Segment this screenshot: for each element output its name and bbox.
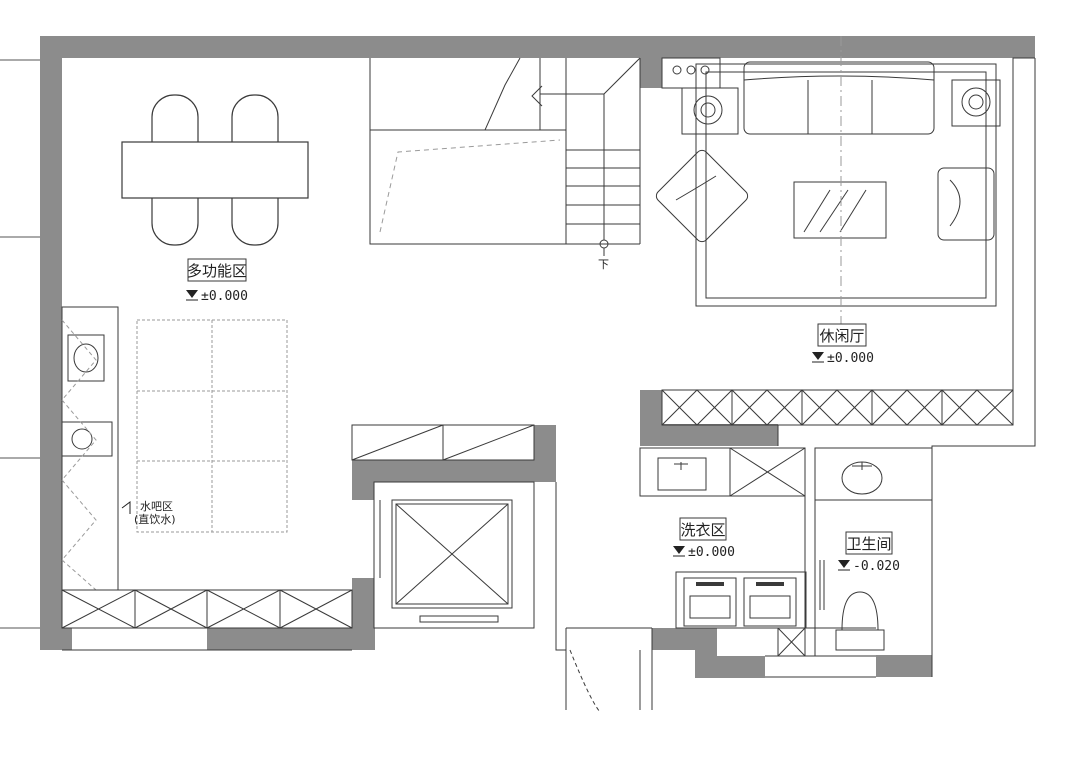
elevation-laundry: ±0.000 xyxy=(688,545,735,560)
bar-cabinet-x xyxy=(61,319,97,591)
laundry-fixtures xyxy=(639,447,816,657)
elevation-multi: ±0.000 xyxy=(201,289,248,304)
floor-mat xyxy=(136,319,288,533)
bottom-cabinets xyxy=(61,589,353,629)
label-bar: 水吧区 (直饮水) xyxy=(121,500,176,526)
stair-down-label: 下 xyxy=(598,258,609,271)
dining-set xyxy=(121,94,309,246)
room-name-bath: 卫生间 xyxy=(846,535,891,553)
bar-counter xyxy=(61,306,119,591)
elevation-bath: -0.020 xyxy=(853,559,900,574)
room-name-multi: 多功能区 xyxy=(187,262,247,280)
bar-note: (直饮水) xyxy=(134,512,176,526)
staircase xyxy=(369,57,641,256)
label-bath: 卫生间 -0.020 xyxy=(838,531,900,574)
label-multi: 多功能区 ±0.000 xyxy=(186,258,248,304)
bathroom-fixtures xyxy=(814,447,933,651)
label-laundry: 洗衣区 ±0.000 xyxy=(673,517,735,560)
room-name-laundry: 洗衣区 xyxy=(680,521,725,539)
lounge-furniture xyxy=(655,57,1001,307)
elevation-lounge: ±0.000 xyxy=(827,351,874,366)
grid-ticks xyxy=(0,59,40,629)
upper-cabinets xyxy=(351,424,535,461)
label-lounge: 休闲厅 ±0.000 xyxy=(812,323,874,366)
elevator xyxy=(373,481,535,629)
stair-cutline xyxy=(379,139,561,233)
lounge-cabinets xyxy=(661,389,1014,426)
washer-controls xyxy=(696,582,784,586)
bar-name: 水吧区 xyxy=(140,500,173,513)
room-name-lounge: 休闲厅 xyxy=(819,327,864,345)
walls xyxy=(40,36,1035,678)
